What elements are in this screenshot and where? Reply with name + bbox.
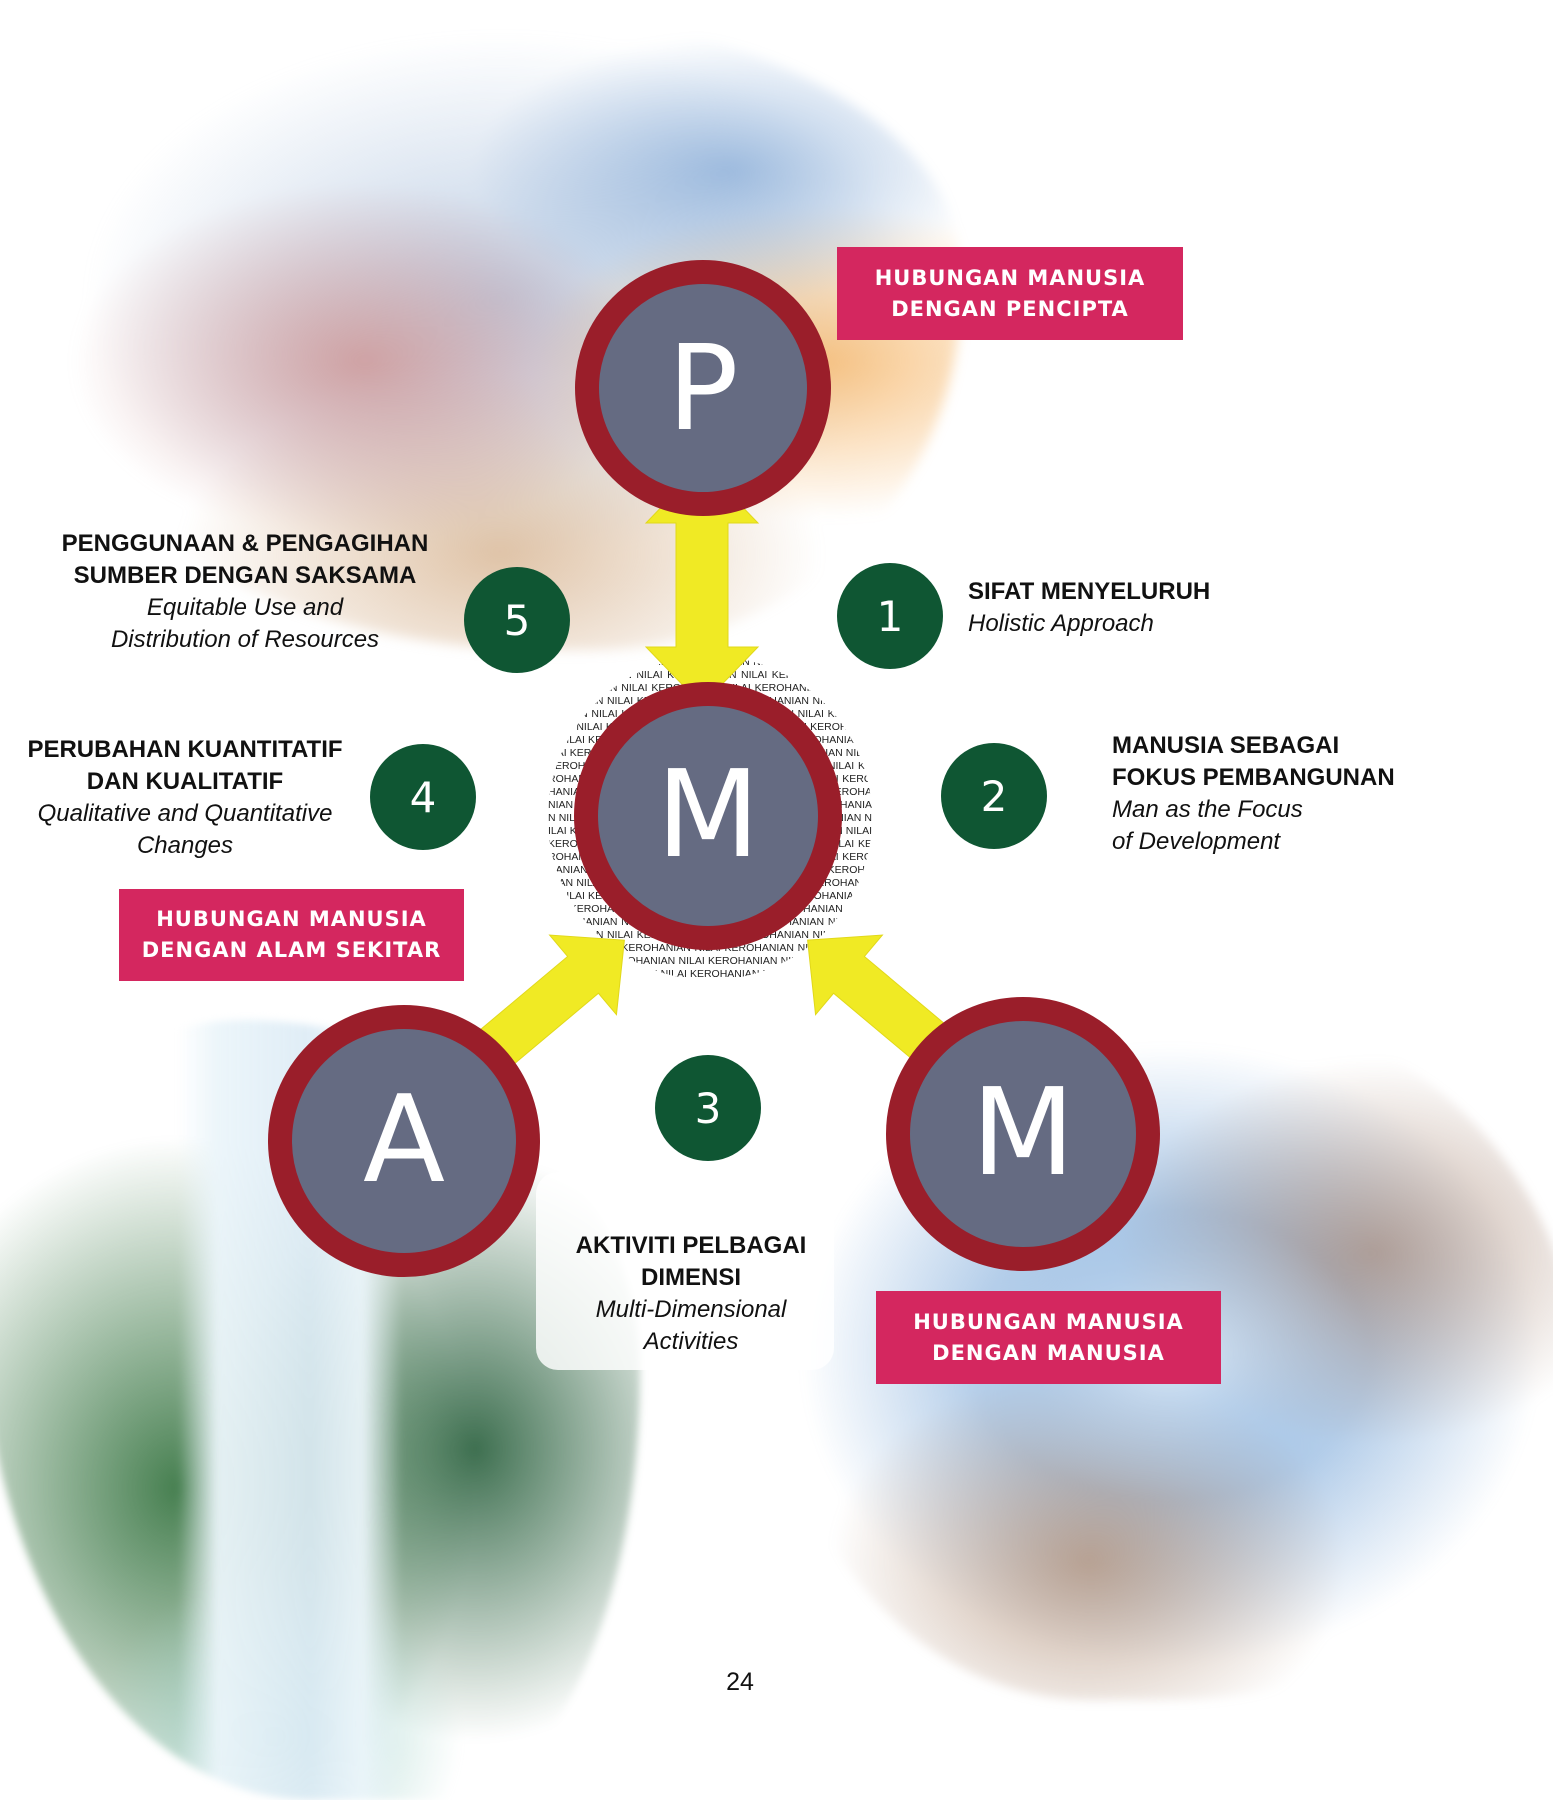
principle-3-subtitle-line-1: Multi-Dimensional <box>595 1296 787 1323</box>
principle-1-number: 1 <box>837 563 943 669</box>
label-alam-sekitar: HUBUNGAN MANUSIA DENGAN ALAM SEKITAR <box>119 889 464 981</box>
alam-circle: A <box>268 1005 540 1277</box>
principle-5-number: 5 <box>464 567 570 673</box>
principle-3-number: 3 <box>655 1055 761 1161</box>
principle-2-text: MANUSIA SEBAGAI FOKUS PEMBANGUNAN Man as… <box>1112 730 1452 858</box>
label-alam-line-1: HUBUNGAN MANUSIA <box>156 907 427 931</box>
principle-2-subtitle-line-1: Man as the Focus <box>1112 796 1303 823</box>
number-1: 1 <box>876 591 904 641</box>
number-2: 2 <box>980 771 1008 821</box>
principle-3-subtitle-line-2: Activities <box>643 1328 739 1355</box>
principle-5-subtitle-line-2: Distribution of Resources <box>110 626 380 653</box>
page-number: 24 <box>726 1668 754 1696</box>
manusia-right-circle: M <box>886 997 1160 1271</box>
principle-2-title-line-2: FOKUS PEMBANGUNAN <box>1112 764 1395 791</box>
pencipta-letter: P <box>667 319 739 457</box>
principle-4-text: PERUBAHAN KUANTITATIF DAN KUALITATIF Qua… <box>0 734 370 862</box>
principle-5-text: PENGGUNAAN & PENGAGIHAN SUMBER DENGAN SA… <box>30 528 460 656</box>
principle-2-subtitle-line-2: of Development <box>1112 828 1281 855</box>
number-3: 3 <box>694 1083 722 1133</box>
label-alam-line-2: DENGAN ALAM SEKITAR <box>141 938 442 962</box>
right-letter: M <box>971 1064 1075 1203</box>
principle-5-title-line-2: SUMBER DENGAN SAKSAMA <box>73 562 417 589</box>
label-manusia-line-1: HUBUNGAN MANUSIA <box>913 1309 1184 1334</box>
principle-5-title-line-1: PENGGUNAAN & PENGAGIHAN <box>61 530 429 557</box>
label-manusia-line-2: DENGAN MANUSIA <box>932 1340 1165 1365</box>
principle-2-number: 2 <box>941 743 1047 849</box>
label-manusia: HUBUNGAN MANUSIA DENGAN MANUSIA <box>876 1291 1221 1384</box>
principle-4-title-line-1: PERUBAHAN KUANTITATIF <box>27 736 343 763</box>
principle-2-title-line-1: MANUSIA SEBAGAI <box>1112 732 1340 759</box>
number-5: 5 <box>503 595 531 645</box>
principle-3-card <box>536 1172 834 1370</box>
label-pencipta: HUBUNGAN MANUSIA DENGAN PENCIPTA <box>837 247 1183 340</box>
principle-1-subtitle: Holistic Approach <box>968 610 1154 637</box>
principle-3-title-line-1: AKTIVITI PELBAGAI <box>575 1232 807 1259</box>
label-pencipta-line-2: DENGAN PENCIPTA <box>891 296 1129 321</box>
manusia-center-circle: M <box>574 682 842 950</box>
pencipta-circle: P <box>575 260 831 516</box>
principle-4-number: 4 <box>370 744 476 850</box>
number-4: 4 <box>409 772 437 822</box>
principle-4-subtitle-line-1: Qualitative and Quantitative <box>37 800 333 827</box>
principle-3-title-line-2: DIMENSI <box>640 1264 741 1291</box>
label-pencipta-line-1: HUBUNGAN MANUSIA <box>874 265 1146 290</box>
principle-1-title: SIFAT MENYELURUH <box>968 578 1211 605</box>
principle-4-subtitle-line-2: Changes <box>136 832 234 859</box>
principle-1-text: SIFAT MENYELURUH Holistic Approach <box>968 576 1308 640</box>
principle-5-subtitle-line-1: Equitable Use and <box>146 594 344 621</box>
principle-4-title-line-2: DAN KUALITATIF <box>86 768 284 795</box>
center-letter: M <box>656 746 760 885</box>
alam-letter: A <box>362 1071 446 1210</box>
principle-3-text: AKTIVITI PELBAGAI DIMENSI Multi-Dimensio… <box>546 1230 836 1358</box>
